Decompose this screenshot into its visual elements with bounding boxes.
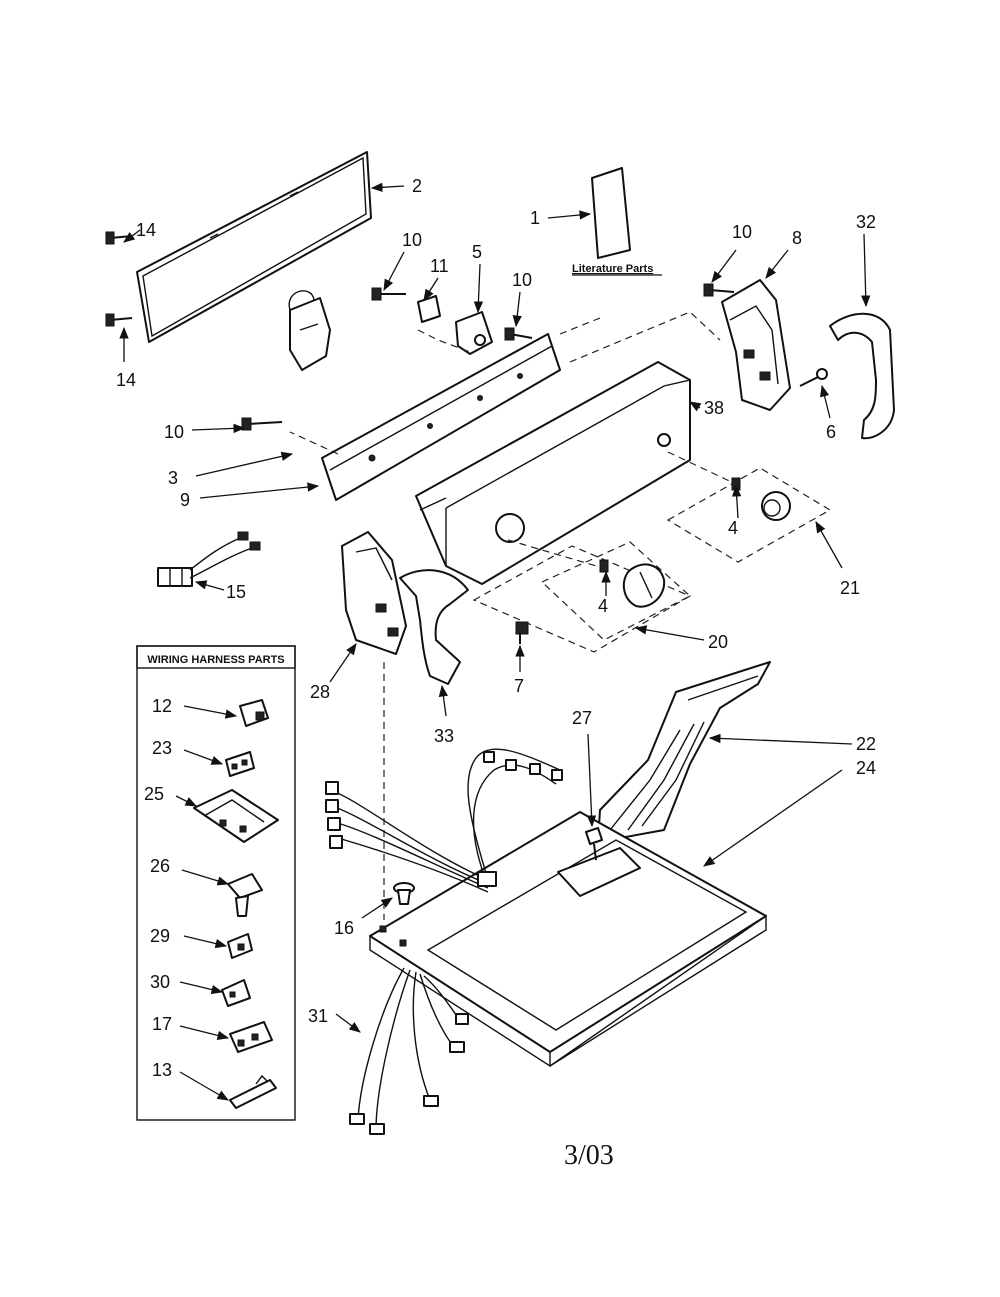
screw-part-6 <box>799 368 828 387</box>
terminal-part <box>417 295 441 323</box>
screw-part-10-right <box>703 283 735 297</box>
literature-part <box>591 167 631 259</box>
callout: 23 <box>152 738 172 758</box>
wiring-harness-box: WIRING HARNESS PARTS <box>136 645 296 1121</box>
callout: 27 <box>572 708 592 728</box>
screw-part-7 <box>515 621 529 644</box>
connector-part-12 <box>239 699 269 727</box>
knob-left-part <box>472 541 692 653</box>
lower-harness-part-31 <box>349 967 469 1135</box>
callout: 9 <box>180 490 190 510</box>
callout: 14 <box>116 370 136 390</box>
wiring-box-title: WIRING HARNESS PARTS <box>147 654 284 666</box>
callout: 25 <box>144 784 164 804</box>
harness-part-15 <box>157 531 261 587</box>
leader-lines <box>119 182 871 1101</box>
callout: 38 <box>704 398 724 418</box>
connector-part-25 <box>193 789 279 843</box>
literature-label: Literature Parts <box>572 263 653 275</box>
callout: 20 <box>708 632 728 652</box>
end-cap-right-part <box>721 279 791 411</box>
callout: 24 <box>856 758 876 778</box>
callout: 16 <box>334 918 354 938</box>
callout: 12 <box>152 696 172 716</box>
end-cap-left-part <box>341 531 407 655</box>
switch-part <box>288 290 331 371</box>
callout: 4 <box>728 518 738 538</box>
console-rail-part <box>321 333 561 501</box>
screw-part-10-centre <box>504 327 533 341</box>
callouts: 1 2 3 4 4 5 6 7 8 9 10 10 10 10 11 12 13… <box>116 176 876 1080</box>
callout: 21 <box>840 578 860 598</box>
connector-part-30 <box>221 979 251 1007</box>
connector-part-17 <box>229 1021 273 1053</box>
screw-part-10-mid <box>371 287 406 301</box>
screw-part-14-bottom <box>105 313 133 327</box>
screw-part-10-left <box>241 417 283 431</box>
top-panel-part <box>369 811 767 1068</box>
end-trim-left-part <box>399 569 469 685</box>
callout: 7 <box>514 676 524 696</box>
knob-right-part <box>666 467 832 563</box>
callout: 13 <box>152 1060 172 1080</box>
connector-part-29 <box>227 933 253 959</box>
end-trim-right-part <box>829 312 895 440</box>
timer-part <box>455 311 493 355</box>
callout: 33 <box>434 726 454 746</box>
clip-part-26 <box>227 873 263 917</box>
screw-part-14-top <box>105 231 133 245</box>
callout: 10 <box>402 230 422 250</box>
callout: 5 <box>472 242 482 262</box>
callout: 6 <box>826 422 836 442</box>
callout: 30 <box>150 972 170 992</box>
screw-part-27 <box>585 827 603 861</box>
callout: 15 <box>226 582 246 602</box>
callout: 4 <box>598 596 608 616</box>
alignment-lines <box>289 311 741 920</box>
connector-part-23 <box>225 751 255 777</box>
callout: 11 <box>430 256 449 276</box>
callout: 10 <box>732 222 752 242</box>
callout: 26 <box>150 856 170 876</box>
callout: 10 <box>164 422 184 442</box>
rear-panel-part <box>136 151 372 343</box>
callout: 3 <box>168 468 178 488</box>
date-code: 3/03 <box>564 1140 614 1171</box>
console-harness <box>325 748 563 893</box>
callout: 22 <box>856 734 876 754</box>
callout: 2 <box>412 176 422 196</box>
callout: 29 <box>150 926 170 946</box>
callout: 8 <box>792 228 802 248</box>
callout: 14 <box>136 220 156 240</box>
console-part <box>415 361 691 585</box>
callout: 1 <box>530 208 540 228</box>
main-harness-part <box>597 661 771 843</box>
terminal-part-13 <box>229 1074 277 1109</box>
callout: 10 <box>512 270 532 290</box>
bumper-part-16 <box>393 882 415 905</box>
callout: 32 <box>856 212 876 232</box>
callout: 17 <box>152 1014 172 1034</box>
callout: 28 <box>310 682 330 702</box>
callout: 31 <box>308 1006 328 1026</box>
